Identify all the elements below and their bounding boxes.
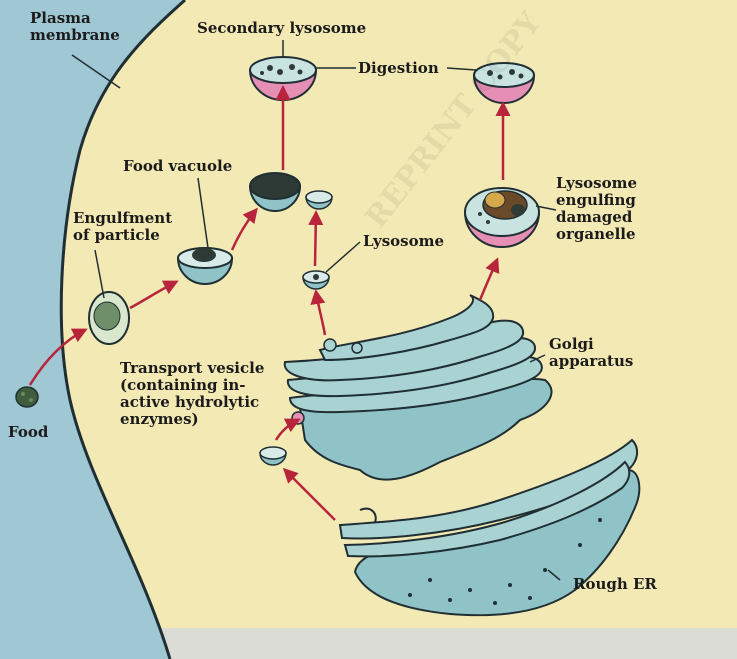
- label-food-vacuole: Food vacuole: [123, 158, 232, 175]
- label-line: Transport vesicle: [120, 360, 264, 377]
- label-line: Lysosome: [556, 175, 637, 192]
- label-line: active hydrolytic: [120, 394, 264, 411]
- label-plasma-membrane: Plasma membrane: [30, 10, 120, 44]
- label-line: organelle: [556, 226, 637, 243]
- label-line: apparatus: [549, 353, 633, 370]
- label-digestion: Digestion: [358, 60, 439, 77]
- label-line: Golgi: [549, 336, 633, 353]
- lysosome: [303, 271, 329, 289]
- label-lysosome: Lysosome: [363, 233, 444, 250]
- label-lysosome-engulfing: Lysosome engulfing damaged organelle: [556, 175, 637, 243]
- label-secondary-lysosome: Secondary lysosome: [197, 20, 366, 37]
- label-golgi-apparatus: Golgi apparatus: [549, 336, 633, 370]
- lysosome-fusing: [306, 191, 332, 209]
- label-line: membrane: [30, 27, 120, 44]
- arrow-lysosome-to-fusing: [315, 213, 316, 266]
- label-line: damaged: [556, 209, 637, 226]
- food-particle: [16, 387, 38, 407]
- label-line: (containing in-: [120, 377, 264, 394]
- label-line: Plasma: [30, 10, 120, 27]
- transport-vesicle: [260, 447, 286, 465]
- lysosome-engulfing-organelle: [465, 188, 539, 247]
- label-rough-er: Rough ER: [573, 576, 657, 593]
- engulfment-vesicle: [89, 292, 129, 344]
- label-line: Engulfment: [73, 210, 172, 227]
- label-line: enzymes): [120, 411, 264, 428]
- label-line: of particle: [73, 227, 172, 244]
- label-line: engulfing: [556, 192, 637, 209]
- label-engulfment: Engulfment of particle: [73, 210, 172, 244]
- label-food: Food: [8, 424, 48, 441]
- label-transport-vesicle: Transport vesicle (containing in- active…: [120, 360, 264, 428]
